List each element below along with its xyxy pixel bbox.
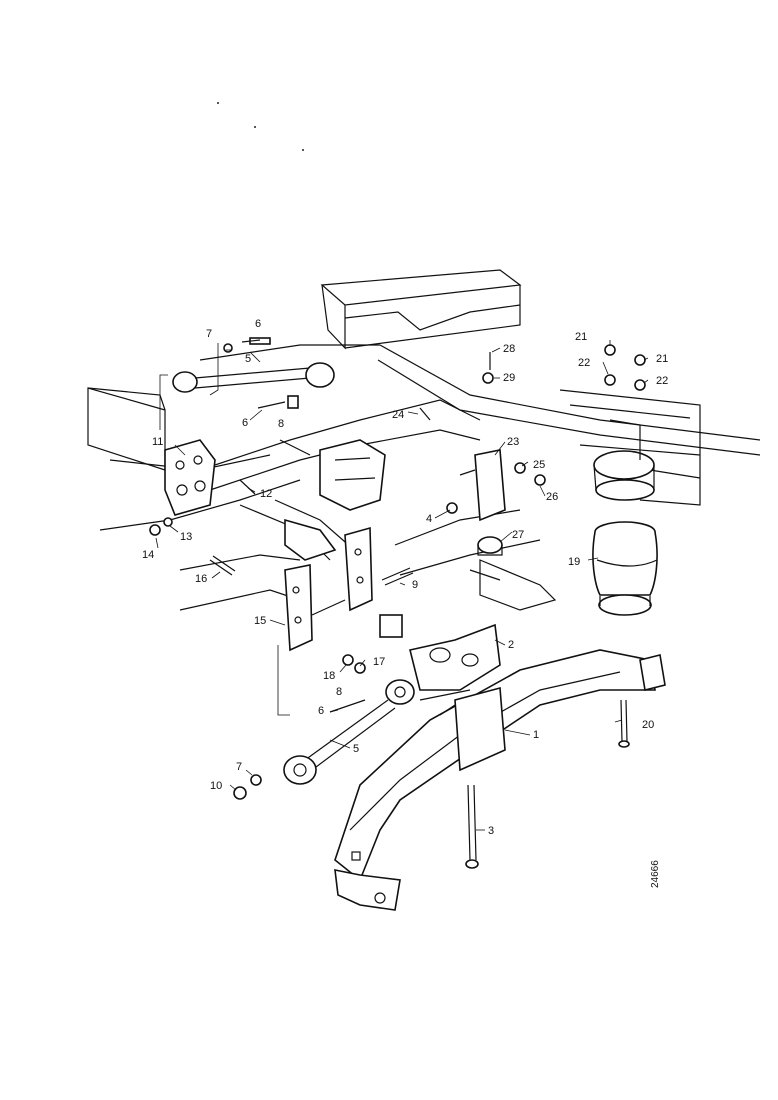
label-6c: 6 — [318, 705, 324, 717]
part-labels: 1 2 3 4 5 5 6 6 6 7 7 8 8 9 10 11 12 13 … — [142, 318, 668, 837]
cross-beam — [334, 649, 666, 911]
label-21a: 21 — [575, 331, 587, 343]
label-5a: 5 — [245, 353, 251, 365]
label-21b: 21 — [656, 353, 668, 365]
label-2: 2 — [508, 639, 514, 651]
label-12: 12 — [260, 488, 272, 500]
label-13: 13 — [180, 531, 192, 543]
label-22b: 22 — [656, 375, 668, 387]
label-22a: 22 — [578, 357, 590, 369]
label-7a: 7 — [206, 328, 212, 340]
differential — [279, 439, 386, 561]
label-8a: 8 — [278, 418, 284, 430]
air-spring-mount — [593, 419, 655, 501]
label-16: 16 — [195, 573, 207, 585]
bolts — [209, 339, 630, 869]
leader-lines — [155, 340, 649, 831]
label-29: 29 — [503, 372, 515, 384]
label-15: 15 — [254, 615, 266, 627]
label-23: 23 — [507, 436, 519, 448]
lower-torque-rod — [283, 679, 415, 785]
label-19: 19 — [568, 556, 580, 568]
label-4: 4 — [426, 513, 432, 525]
label-7b: 7 — [236, 761, 242, 773]
label-9: 9 — [412, 579, 418, 591]
label-3: 3 — [488, 825, 494, 837]
upper-torque-rod — [172, 337, 335, 409]
label-26: 26 — [546, 491, 558, 503]
figure-code: 24666 — [650, 860, 661, 888]
nuts — [149, 343, 646, 800]
chassis-frame — [87, 269, 761, 611]
left-bracket — [164, 439, 216, 516]
scan-marks — [217, 102, 304, 151]
label-5b: 5 — [353, 743, 359, 755]
bracket-23 — [459, 449, 506, 522]
label-25: 25 — [533, 459, 545, 471]
label-24: 24 — [392, 409, 404, 421]
label-6b: 6 — [242, 417, 248, 429]
label-17: 17 — [373, 656, 385, 668]
bracket-2 — [379, 614, 501, 701]
rubber-block — [477, 536, 503, 556]
label-10: 10 — [210, 780, 222, 792]
label-27: 27 — [512, 529, 524, 541]
v-bracket — [284, 526, 373, 652]
label-6a: 6 — [255, 318, 261, 330]
label-14: 14 — [142, 549, 154, 561]
air-spring — [592, 521, 658, 616]
label-18: 18 — [323, 670, 335, 682]
label-20: 20 — [642, 719, 654, 731]
label-28: 28 — [503, 343, 515, 355]
label-1: 1 — [533, 729, 539, 741]
label-8b: 8 — [336, 686, 342, 698]
label-11: 11 — [152, 436, 163, 448]
